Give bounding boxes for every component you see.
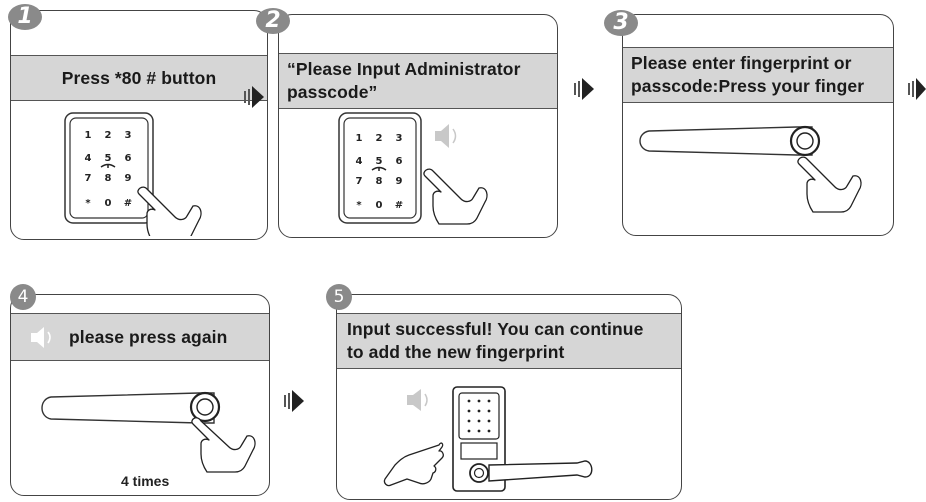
keypad-key: 0 bbox=[105, 198, 112, 209]
keypad-key: 7 bbox=[85, 173, 92, 184]
step-4-panel: please press again 4 times bbox=[10, 294, 270, 496]
step-4-handle-illustration bbox=[41, 391, 256, 473]
keypad-key: 4 bbox=[85, 153, 92, 164]
keypad-key: 4 bbox=[356, 156, 363, 167]
pointing-hand-icon bbox=[137, 186, 202, 236]
keypad-key: # bbox=[395, 200, 403, 211]
step-2-panel: “Please Input Administrator passcode” 1 … bbox=[278, 14, 558, 238]
pointing-hand-icon bbox=[383, 442, 444, 487]
keypad-key: 6 bbox=[396, 156, 403, 167]
step-5-panel: Input successful! You can continue to ad… bbox=[336, 294, 682, 500]
keypad-key: 0 bbox=[376, 200, 383, 211]
step-2-text-line-2: passcode” bbox=[287, 82, 378, 102]
step-3-panel: Please enter fingerprint or passcode:Pre… bbox=[622, 14, 894, 236]
step-3-badge: 3 bbox=[604, 10, 638, 36]
keypad-key: # bbox=[124, 198, 132, 209]
speaker-icon bbox=[407, 389, 428, 411]
keypad-key: 2 bbox=[105, 130, 112, 141]
step-3-text-line-1: Please enter fingerprint or bbox=[631, 53, 852, 73]
step-4-caption: 4 times bbox=[121, 473, 170, 489]
step-5-instruction: Input successful! You can continue to ad… bbox=[337, 313, 681, 369]
step-2-instruction: “Please Input Administrator passcode” bbox=[279, 53, 557, 109]
keypad-key: 8 bbox=[105, 173, 112, 184]
next-step-arrow-icon bbox=[908, 78, 926, 100]
step-1-panel: Press *80 # button 1 2 3 4 5 6 7 8 9 * 0… bbox=[10, 10, 268, 240]
step-3-handle-illustration bbox=[639, 125, 862, 213]
step-4-badge: 4 bbox=[10, 284, 36, 310]
keypad-key: * bbox=[85, 198, 91, 209]
speaker-icon bbox=[31, 327, 51, 348]
keypad-key: 2 bbox=[376, 133, 383, 144]
step-5-text-line-2: to add the new fingerprint bbox=[347, 342, 565, 362]
keypad-key: 8 bbox=[376, 176, 383, 187]
keypad-key: 5 bbox=[105, 153, 112, 164]
step-1-text: Press *80 # button bbox=[61, 67, 217, 88]
pointing-hand-icon bbox=[423, 168, 488, 225]
pointing-hand-icon bbox=[191, 417, 256, 473]
step-5-text-line-1: Input successful! You can continue bbox=[347, 319, 644, 339]
speaker-icon bbox=[435, 124, 457, 148]
step-5-lock-illustration bbox=[383, 386, 593, 492]
keypad-key: 7 bbox=[356, 176, 363, 187]
keypad-key: * bbox=[356, 200, 362, 211]
step-4-instruction: please press again bbox=[11, 313, 269, 361]
keypad-key: 9 bbox=[396, 176, 403, 187]
step-2-text-line-1: “Please Input Administrator bbox=[287, 59, 521, 79]
step-2-keypad-illustration: 1 2 3 4 5 6 7 8 9 * 0 # bbox=[338, 112, 488, 225]
key-icon bbox=[371, 166, 387, 171]
keypad-key: 1 bbox=[356, 133, 363, 144]
key-icon bbox=[100, 163, 116, 168]
keypad-key: 3 bbox=[125, 130, 132, 141]
pointing-hand-icon bbox=[797, 156, 862, 213]
step-3-instruction: Please enter fingerprint or passcode:Pre… bbox=[623, 47, 893, 103]
keypad-key: 6 bbox=[125, 153, 132, 164]
next-step-arrow-icon bbox=[244, 86, 264, 108]
keypad-key: 1 bbox=[85, 130, 92, 141]
step-2-badge: 2 bbox=[256, 8, 290, 34]
step-3-text-line-2: passcode:Press your finger bbox=[631, 76, 865, 96]
step-1-badge: 1 bbox=[8, 4, 42, 30]
keypad-key: 5 bbox=[376, 156, 383, 167]
next-step-arrow-icon bbox=[284, 390, 304, 412]
step-4-text: please press again bbox=[69, 326, 228, 347]
next-step-arrow-icon bbox=[574, 78, 594, 100]
step-5-badge: 5 bbox=[326, 284, 352, 310]
keypad-key: 3 bbox=[396, 133, 403, 144]
step-1-instruction: Press *80 # button bbox=[11, 55, 267, 101]
step-1-keypad-illustration: 1 2 3 4 5 6 7 8 9 * 0 # bbox=[64, 112, 202, 236]
keypad-key: 9 bbox=[125, 173, 132, 184]
